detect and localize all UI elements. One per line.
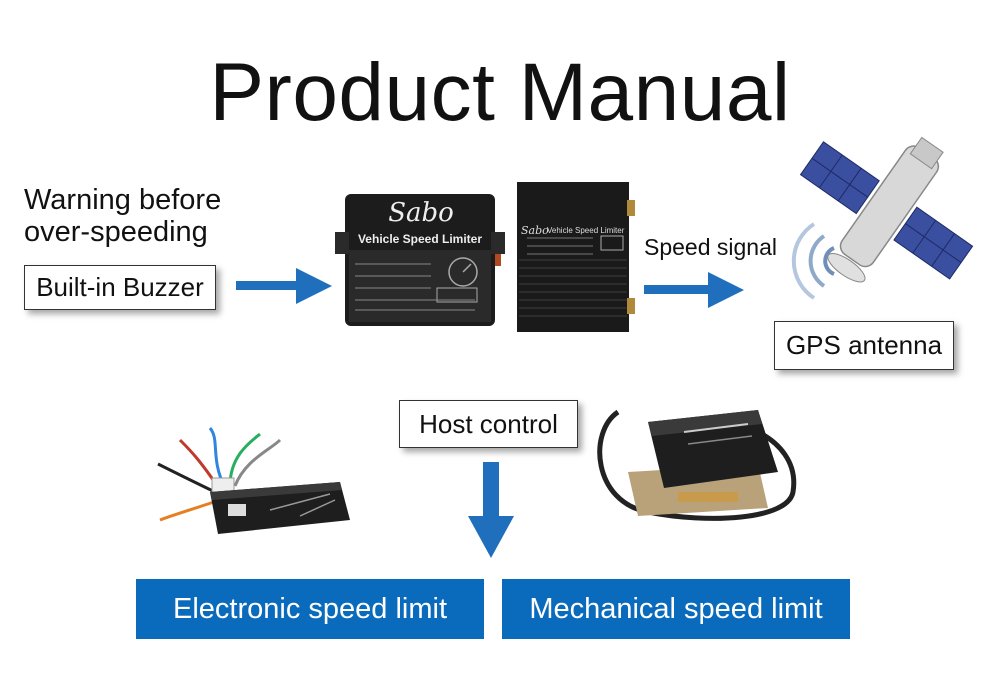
device-2-label: Vehicle Speed Limiter — [547, 226, 625, 235]
warning-text: Warning before over-speeding — [24, 184, 221, 248]
mechanical-controller-device — [597, 409, 797, 521]
electronic-controller-device — [157, 427, 350, 534]
speed-signal-label: Speed signal — [644, 234, 777, 260]
page-title: Product Manual — [209, 47, 791, 138]
arrow-right-2 — [644, 272, 744, 308]
speed-limiter-device-2: Sabo Vehicle Speed Limiter — [513, 180, 637, 334]
satellite-icon — [799, 136, 974, 283]
speed-limiter-device-1: Sabo Vehicle Speed Limiter — [335, 192, 507, 330]
device-1-brand: Sabo — [388, 198, 454, 228]
gps-antenna-box: GPS antenna — [774, 321, 954, 370]
speed-limiter-device-2-graphic — [517, 182, 635, 332]
arrow-right-1 — [236, 268, 332, 304]
warning-line-2: over-speeding — [24, 216, 208, 248]
speed-limiter-device-1-graphic — [335, 194, 505, 326]
device-1-label: Vehicle Speed Limiter — [357, 232, 483, 246]
electronic-speed-limit-box: Electronic speed limit — [136, 579, 484, 639]
buzzer-box: Built-in Buzzer — [24, 265, 216, 310]
mechanical-speed-limit-box: Mechanical speed limit — [502, 579, 850, 639]
arrow-down — [468, 462, 514, 558]
host-control-box: Host control — [399, 400, 578, 448]
warning-line-1: Warning before — [24, 184, 222, 216]
signal-waves-icon — [791, 222, 835, 300]
device-2-brand: Sabo — [521, 224, 549, 237]
